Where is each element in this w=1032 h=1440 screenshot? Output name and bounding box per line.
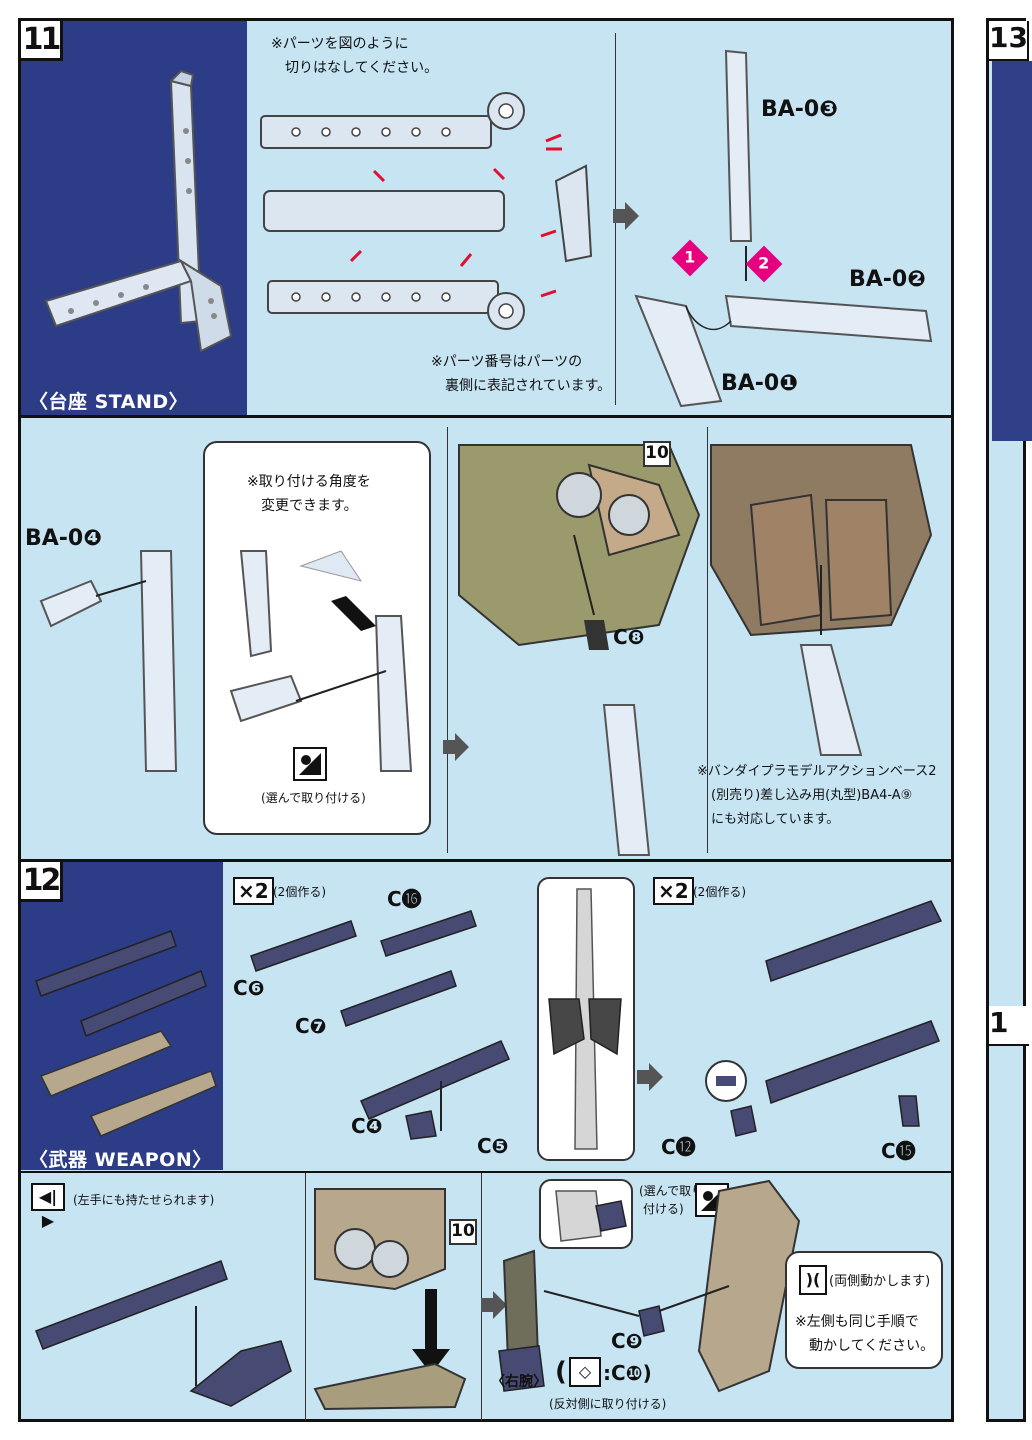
make-two-note-right: (2個作る) <box>693 885 746 899</box>
choose-detail-box <box>539 1179 633 1249</box>
rifle-detail-box <box>537 877 635 1161</box>
angle-options-illustration <box>229 550 413 772</box>
action-base-note-line2: (別売り)差し込み用(丸型)BA4-A⑨ <box>711 788 913 803</box>
part-c12-label: C⓬ <box>661 1135 696 1159</box>
part-c10-paren: ( <box>555 1357 567 1387</box>
rifle-grip-illustration <box>705 900 943 1137</box>
next-page-fragment: 13 1 <box>986 18 1032 1422</box>
part-c8-label: C❽ <box>613 625 645 649</box>
angle-note-line1: ※取り付ける角度を <box>247 474 371 490</box>
action-base-note-line1: ※バンダイプラモデルアクションベース2 <box>697 764 937 779</box>
part-c7-label: C❼ <box>295 1014 327 1038</box>
move-both-icon: )( <box>799 1265 827 1295</box>
same-procedure-line1: ※左側も同じ手順で <box>795 1314 919 1330</box>
make-two-note-left: (2個作る) <box>273 885 326 899</box>
both-move-note: (両側動かします) <box>829 1274 931 1289</box>
step12-row-divider <box>21 1171 951 1173</box>
step-arrow-2 <box>443 733 469 761</box>
step-12-number: 12 <box>21 862 63 902</box>
step12-bottom-divider-1 <box>305 1173 306 1421</box>
part-ba-03-label: BA-0❸ <box>761 97 838 122</box>
next-step-number-2: 1 <box>989 1006 1029 1046</box>
weapon-label: 〈武器 WEAPON〉 <box>29 1149 212 1171</box>
make-two-badge-right: ×2 <box>653 877 694 905</box>
shoulder-mount-illustration <box>313 1188 467 1411</box>
part-number-note-line1: ※パーツ番号はパーツの <box>431 354 583 370</box>
choose-note-step12-line2: 付ける) <box>643 1202 684 1216</box>
step-arrow-1 <box>613 202 639 230</box>
part-ba-04-label: BA-0❹ <box>25 526 102 551</box>
left-right-hand-icon: ◀|▶ <box>31 1183 65 1230</box>
step-arrow-3 <box>637 1063 663 1091</box>
part-c6-label: C❻ <box>233 976 265 1000</box>
angle-note-line2: 変更できます。 <box>261 498 358 514</box>
same-procedure-line2: 動かしてください。 <box>809 1338 935 1354</box>
part-number-note-line2: 裏側に表記されています。 <box>445 378 612 394</box>
choose-note-step12-line1: (選んで取り <box>639 1184 704 1198</box>
step11-step12-divider <box>21 859 951 862</box>
make-two-badge-left: ×2 <box>233 877 274 905</box>
action-base-illustration <box>710 444 933 756</box>
part-c10-label: :C❿) <box>603 1361 652 1385</box>
stand-panel <box>21 21 247 415</box>
part-ba-01-label: BA-0❶ <box>721 371 798 396</box>
arm-attach-illustration <box>498 1179 801 1393</box>
choose-note: (選んで取り付ける) <box>261 791 366 805</box>
left-hand-note: (左手にも持たせられます) <box>73 1193 215 1207</box>
ref-step-10-box-2: 10 <box>449 1219 477 1245</box>
part-c9-label: C❾ <box>611 1329 643 1353</box>
stand-angle-illustration <box>39 550 178 772</box>
opposite-note: (反対側に取り付ける) <box>549 1397 667 1411</box>
instruction-sheet: 11 〈台座 STAND〉 ※パーツを図のように 切りはなしてください。 <box>18 18 954 1422</box>
ref-step-10-box: 10 <box>643 441 671 467</box>
next-page-header-panel <box>992 61 1032 441</box>
step-11-number: 11 <box>21 21 63 61</box>
step11-row2-divider-2 <box>707 427 708 853</box>
rifle-assembly-illustration <box>250 910 510 1140</box>
stand-label: 〈台座 STAND〉 <box>29 391 189 413</box>
cut-note-line1: ※パーツを図のように <box>271 36 409 52</box>
part-c5-label: C❺ <box>477 1134 509 1158</box>
weapon-thumbnail <box>35 930 217 1137</box>
part-c16-label: C⓰ <box>387 887 422 911</box>
hand-hold-rifle-illustration <box>35 1260 292 1407</box>
cut-note-line2: 切りはなしてください。 <box>285 60 439 76</box>
part-c4-label: C❹ <box>351 1114 383 1138</box>
step-arrow-4 <box>481 1291 507 1319</box>
step11-row2-divider-1 <box>447 427 448 853</box>
right-arm-label: 〈右腕〉 <box>491 1374 547 1390</box>
stand-illustration <box>44 69 233 353</box>
next-step-number: 13 <box>989 21 1029 61</box>
step11-row-divider <box>21 415 951 418</box>
stand-parts-illustration <box>260 92 593 330</box>
choose-icon <box>293 747 327 781</box>
action-base-note-line3: にも対応しています。 <box>711 812 840 827</box>
backpack-attach-illustration <box>458 444 701 856</box>
part-ba-02-label: BA-0❷ <box>849 267 926 292</box>
stand-assembly-illustration <box>634 49 933 408</box>
opposite-side-icon: ◇ <box>569 1357 601 1387</box>
step12-bottom-divider-2 <box>481 1173 482 1421</box>
part-c15-label: C⓯ <box>881 1139 916 1163</box>
